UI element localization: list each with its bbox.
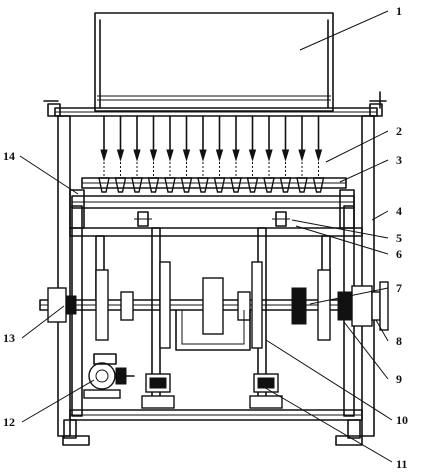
callout-9: 9 (396, 372, 402, 386)
leader-lines (19, 10, 393, 463)
nozzle (180, 115, 193, 193)
callout-10: 10 (396, 413, 408, 427)
nozzle (147, 115, 160, 193)
callout-4: 4 (396, 204, 402, 218)
tray (71, 177, 355, 209)
nozzle (131, 115, 143, 193)
top-cross-beam (43, 91, 387, 117)
nozzle (230, 115, 242, 193)
guide-pins (134, 211, 290, 227)
nozzle (98, 115, 110, 193)
nozzle (114, 115, 127, 193)
callouts: 1 2 3 4 5 6 7 8 9 10 11 12 13 14 (3, 4, 408, 471)
nozzle (164, 115, 176, 193)
nozzle (263, 115, 275, 193)
nozzle (213, 115, 226, 193)
nozzle (197, 115, 209, 193)
nozzle (296, 115, 308, 193)
side-brackets (69, 189, 355, 229)
nozzle-row (98, 115, 325, 193)
callout-11: 11 (396, 457, 407, 471)
callout-5: 5 (396, 231, 402, 245)
yoke (175, 309, 251, 351)
motor (83, 353, 135, 399)
callout-6: 6 (396, 247, 402, 261)
hopper (94, 12, 334, 112)
cam-discs (47, 261, 389, 349)
callout-8: 8 (396, 334, 402, 348)
callout-13: 13 (3, 331, 15, 345)
bearing-blocks (141, 373, 283, 409)
callout-14: 14 (3, 149, 15, 163)
nozzle (312, 115, 325, 193)
nozzle (246, 115, 259, 193)
nozzle (279, 115, 292, 193)
callout-1: 1 (396, 4, 402, 18)
callout-7: 7 (396, 281, 402, 295)
callout-3: 3 (396, 153, 402, 167)
callout-12: 12 (3, 415, 15, 429)
callout-2: 2 (396, 124, 402, 138)
